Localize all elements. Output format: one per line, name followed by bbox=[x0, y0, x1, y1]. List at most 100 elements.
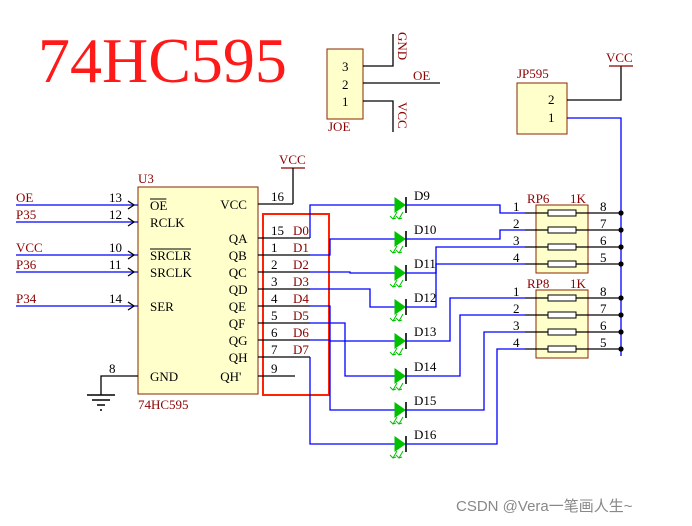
joe-pin-3: 3 bbox=[342, 59, 349, 74]
u3-pin-6-number: 6 bbox=[271, 325, 278, 340]
led-label-d15: D15 bbox=[414, 393, 436, 408]
led-d16 bbox=[389, 436, 407, 459]
u3-pin-13-name: OE bbox=[150, 198, 167, 213]
u3-pin-10-name: SRCLR bbox=[150, 248, 192, 263]
u3-pin-7-number: 7 bbox=[271, 342, 278, 357]
jp595-ref: JP595 bbox=[517, 66, 549, 81]
u3-pin-14-name: SER bbox=[150, 299, 174, 314]
u3-pin-8-name: GND bbox=[150, 369, 178, 384]
led-label-d10: D10 bbox=[414, 222, 436, 237]
u3-pin-5-number: 5 bbox=[271, 308, 278, 323]
resistor-pin-left: 3 bbox=[513, 318, 520, 333]
led-d14 bbox=[389, 368, 407, 391]
resistor-pack-rp8 bbox=[535, 289, 589, 359]
resistor-pin-right: 6 bbox=[600, 233, 607, 248]
u3-net-d2: D2 bbox=[293, 257, 309, 272]
led-label-d12: D12 bbox=[414, 290, 436, 305]
jp595-header: JP595 2 1 VCC bbox=[516, 50, 633, 356]
resistor-pin-right: 8 bbox=[600, 199, 607, 214]
u3-pin-11-name: SRCLK bbox=[150, 265, 193, 280]
u3-net-d0: D0 bbox=[293, 223, 309, 238]
u3-pin-6-name: QG bbox=[229, 333, 248, 348]
resistor-pin-left: 4 bbox=[513, 250, 520, 265]
resistor-pin-left: 2 bbox=[513, 301, 520, 316]
u3-pin-16-name: VCC bbox=[220, 197, 247, 212]
joe-gnd-net: GND bbox=[395, 32, 410, 60]
joe-pin-1: 1 bbox=[342, 94, 349, 109]
u3-net-vcc: VCC bbox=[16, 240, 43, 255]
resistor-pack-value: 1K bbox=[570, 191, 587, 206]
resistor-pin-left: 4 bbox=[513, 335, 520, 350]
u3-net-d1: D1 bbox=[293, 240, 309, 255]
resistor-pin-right: 8 bbox=[600, 284, 607, 299]
led-label-d14: D14 bbox=[414, 359, 437, 374]
u3-net-d5: D5 bbox=[293, 308, 309, 323]
joe-ref: JOE bbox=[328, 119, 350, 134]
u3-pin-1-name: QB bbox=[229, 248, 247, 263]
resistor-pin-right: 5 bbox=[600, 250, 607, 265]
u3-net-d3: D3 bbox=[293, 274, 309, 289]
joe-header: 3 2 1 JOE GND OE VCC bbox=[326, 32, 440, 134]
resistor-pin-right: 5 bbox=[600, 335, 607, 350]
u3-vcc-net: VCC bbox=[279, 152, 306, 167]
jp595-pin-1: 1 bbox=[548, 110, 555, 125]
led-d9 bbox=[389, 197, 407, 220]
u3-net-d6: D6 bbox=[293, 325, 309, 340]
u3-pin-8-number: 8 bbox=[109, 361, 116, 376]
u3-net-d7: D7 bbox=[293, 342, 309, 357]
u3-net-p35: P35 bbox=[16, 207, 36, 222]
u3-pin-16-number: 16 bbox=[271, 189, 285, 204]
led-label-d16: D16 bbox=[414, 427, 437, 442]
u3-pin-1-number: 1 bbox=[271, 240, 278, 255]
watermark: CSDN @Vera一笔画人生~ bbox=[456, 498, 633, 515]
u3-pin-13-number: 13 bbox=[109, 190, 122, 205]
u3-net-p36: P36 bbox=[16, 257, 37, 272]
schematic-title: 74HC595 bbox=[38, 25, 287, 96]
led-label-d9: D9 bbox=[414, 188, 430, 203]
output-highlight-box bbox=[262, 213, 330, 396]
jp595-vcc-net: VCC bbox=[606, 50, 633, 65]
u3-pin-5-name: QF bbox=[229, 316, 246, 331]
u3-net-d4: D4 bbox=[293, 291, 309, 306]
u3-pin-4-number: 4 bbox=[271, 291, 278, 306]
resistor-pack-ref: RP6 bbox=[527, 191, 550, 206]
u3-pin-7-name: QH bbox=[229, 350, 248, 365]
led-d13 bbox=[389, 333, 407, 356]
u3-pin-12-number: 12 bbox=[109, 207, 122, 222]
u3-pin-4-name: QE bbox=[229, 299, 246, 314]
u3-part: 74HC595 bbox=[138, 397, 189, 412]
u3-net-p34: P34 bbox=[16, 291, 37, 306]
jp595-pin-2: 2 bbox=[548, 92, 555, 107]
u3-pin-12-name: RCLK bbox=[150, 215, 185, 230]
led-d11 bbox=[389, 265, 407, 288]
u3-pin-3-name: QD bbox=[229, 282, 248, 297]
joe-pin-2: 2 bbox=[342, 77, 349, 92]
joe-vcc-net: VCC bbox=[395, 102, 410, 129]
u3-pin-3-number: 3 bbox=[271, 274, 278, 289]
u3-pin-2-name: QC bbox=[229, 265, 247, 280]
u3-pin-2-number: 2 bbox=[271, 257, 278, 272]
resistor-pin-left: 1 bbox=[513, 199, 520, 214]
u3-chip: U3 74HC595 VCC bbox=[87, 152, 306, 412]
u3-pin-11-number: 11 bbox=[109, 257, 122, 272]
resistor-pin-right: 6 bbox=[600, 318, 607, 333]
u3-pin-15-name: QA bbox=[229, 231, 248, 246]
led-d12 bbox=[389, 299, 407, 322]
u3-pin-9-name: QH' bbox=[220, 369, 241, 384]
resistor-pack-rp6 bbox=[535, 204, 589, 274]
led-d10 bbox=[389, 231, 407, 254]
led-d15 bbox=[389, 402, 407, 425]
u3-ref: U3 bbox=[138, 171, 154, 186]
u3-pin-10-number: 10 bbox=[109, 240, 122, 255]
joe-oe-net: OE bbox=[413, 68, 430, 83]
resistor-pin-right: 7 bbox=[600, 216, 607, 231]
resistor-pin-left: 1 bbox=[513, 284, 520, 299]
led-label-d13: D13 bbox=[414, 324, 436, 339]
dynamic-layer: 13OEOE12RCLKP3510SRCLRVCC11SRCLKP3614SER… bbox=[16, 188, 624, 459]
resistor-pack-value: 1K bbox=[570, 276, 587, 291]
resistor-pin-right: 7 bbox=[600, 301, 607, 316]
resistor-pin-left: 2 bbox=[513, 216, 520, 231]
u3-pin-14-number: 14 bbox=[109, 291, 123, 306]
resistor-pin-left: 3 bbox=[513, 233, 520, 248]
